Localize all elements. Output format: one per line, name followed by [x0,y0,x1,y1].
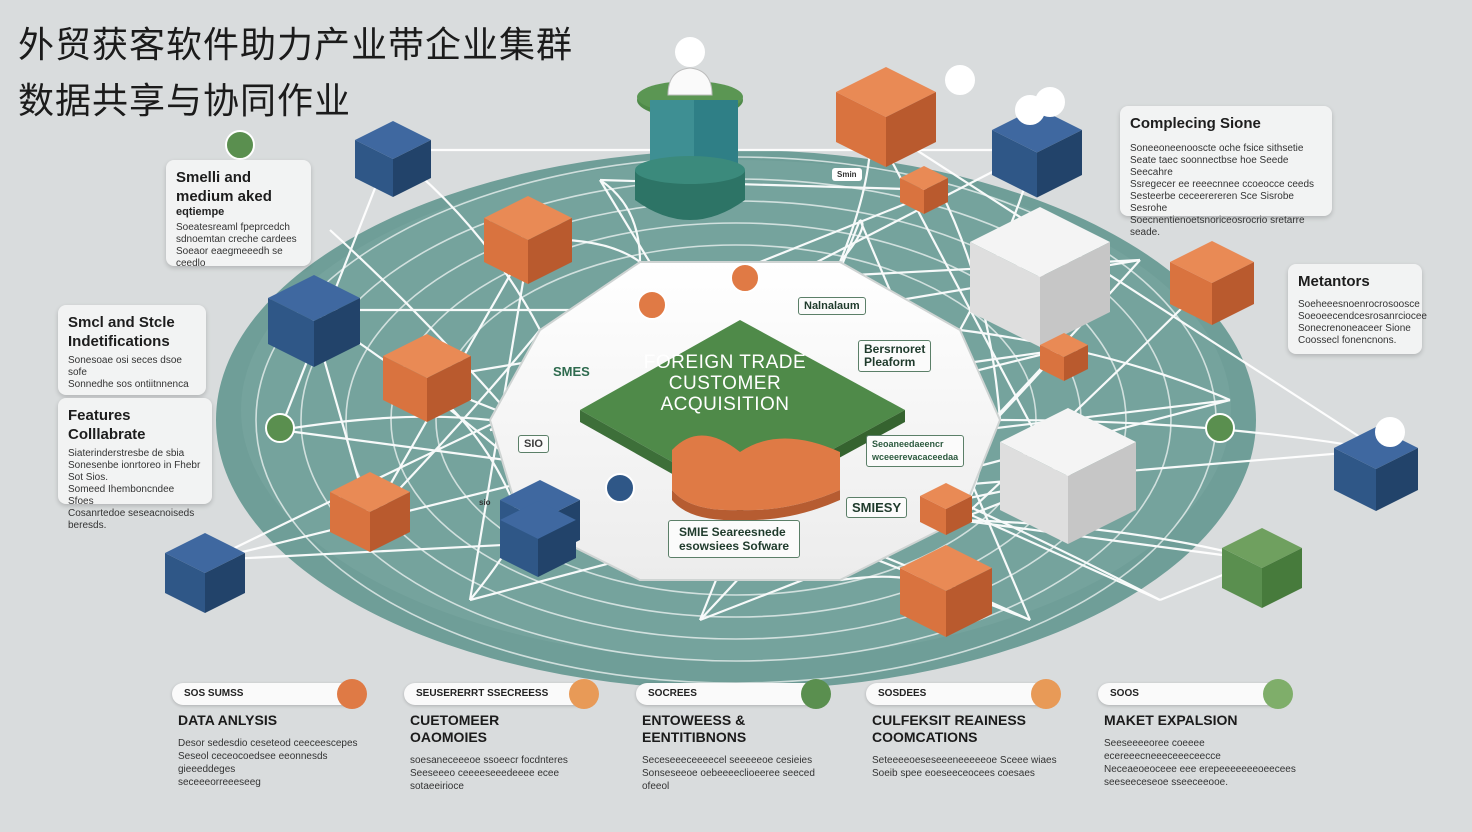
feature-item: CUETOMEER OAOMOIES soesaneceeeoe ssoeecr … [410,712,610,793]
feature-pill: SEUSERERRT SSECREESS [404,683,594,705]
iso-cube [920,483,972,535]
card-subheading: eqtiempe [176,206,225,218]
feature-item: ENTOWEESS & EENTITIBNONS Seceseeeceeeecel… [642,712,842,793]
teal-tower [635,67,745,220]
iso-cube [330,472,410,552]
card-body: Soneeoneenooscte oche fsice sithsetie Se… [1130,143,1315,238]
card-heading: Smcl and Stcle Indetifications [68,314,175,350]
label-seoaneedaeene: Seoaneedaeencr wceeerevacaceedaa [866,435,965,467]
iso-cube [484,196,572,284]
center-platform [580,320,905,521]
card-heading: Features Colllabrate [68,407,146,443]
label-smiesy: SMIESY [846,497,908,518]
node-icon [1035,87,1065,117]
label-nalnalaum: Nalnalaum [798,297,866,315]
feature-pill: SOOS [1098,683,1288,705]
feature-badge-icon [337,679,367,709]
label-sio: SIO [518,435,549,453]
feature-body: Seceseeeceeeecel seeeeeoe cesieies Sonse… [642,755,815,792]
web-line [279,415,491,432]
iso-cube [500,501,576,577]
feature-heading: MAKET EXPALSION [1104,712,1238,728]
iso-cube [1334,427,1418,511]
feature-item: MAKET EXPALSION Seeseeeeoree coeeee ecere… [1104,712,1304,789]
page-title-line1: 外贸获客软件助力产业带企业集群 [18,25,574,66]
label-bersrnoret: Bersrnoret Pleaform [858,340,932,372]
center-label: FOREIGN TRADE CUSTOMER ACQUISITION [643,352,807,415]
label-smin: Smin [832,168,862,181]
label-smes: SMES [553,364,590,379]
card-body: Sonesoae osi seces dsoe sofe Sonnedhe so… [68,355,189,390]
feature-body: Desor sedesdio ceseteod ceeceescepes Ses… [178,738,358,788]
feature-heading: DATA ANLYSIS [178,712,278,728]
feature-pill: SOS SUMSS [172,683,362,705]
feature-heading: CULFEKSIT REAINESS COOMCATIONS [872,712,1027,745]
feature-pill: SOSDEES [866,683,1056,705]
iso-cube [268,275,360,367]
feature-heading: CUETOMEER OAOMOIES [410,712,500,745]
card-metantors: Metantors Soeheeesnoenrocrosoosce Soeoee… [1288,264,1427,354]
web-line [599,179,642,263]
node-icon [675,37,705,67]
card-heading: Smelli and medium aked [176,169,272,205]
card-body: Soeheeesnoenrocrosoosce Soeoeecendcesros… [1298,299,1427,346]
feature-body: Seteeeeoeseseeeneeeeeoe Sceee wiaes Soei… [872,755,1057,779]
card-identifications: Smcl and Stcle Indetifications Sonesoae … [58,305,206,395]
card-heading: Complecing Sione [1130,115,1261,132]
feature-item: CULFEKSIT REAINESS COOMCATIONS Seteeeeoes… [872,712,1072,780]
node-icon [605,473,635,503]
node-icon [730,263,760,293]
feature-body: soesaneceeeoe ssoeecr focdnteres Seeseee… [410,755,568,792]
card-heading: Metantors [1298,273,1370,290]
card-body: Soeatesreaml fpeprcedch sdnoemtan creche… [176,222,297,269]
iso-cube [836,67,936,167]
iso-cube [1222,528,1302,608]
iso-cube [355,121,431,197]
node-icon [945,65,975,95]
node-icon [1205,413,1235,443]
page-title-line2: 数据共享与协同作业 [18,81,352,122]
feature-pill: SOCREES [636,683,826,705]
node-icon [1375,417,1405,447]
feature-badge-icon [1263,679,1293,709]
iso-cube [1170,241,1254,325]
card-body: Siaterinderstresbe de sbia Sonesenbe ion… [68,448,201,531]
node-icon [265,413,295,443]
feature-badge-icon [801,679,831,709]
iso-cube [165,533,245,613]
web-line [869,119,1381,451]
iso-cube [1040,333,1088,381]
feature-item: DATA ANLYSIS Desor sedesdio ceseteod ceec… [178,712,378,789]
iso-cube [900,166,948,214]
node-icon [637,290,667,320]
iso-cube [1000,408,1136,544]
card-smes-medium: Smelli and medium aked eqtiempe Soeatesr… [166,160,311,269]
web-line [959,508,1161,602]
feature-body: Seeseeeeoree coeeee ecereeecneeeceeeceec… [1104,738,1296,788]
web-line [979,398,1231,432]
feature-heading: ENTOWEESS & EENTITIBNONS [642,712,747,745]
iso-cube [383,334,471,422]
feature-badge-icon [1031,679,1061,709]
web-ring [435,244,1037,596]
card-completing: Complecing Sione Soneeoneenooscte oche f… [1120,106,1332,238]
node-icon [225,130,255,160]
iso-cube [970,207,1110,347]
label-sio-small: sio [479,498,491,507]
iso-cube [992,107,1082,198]
iso-cube [900,545,992,637]
label-smie-software: SMIE Seareesnede esowsiees Sofware [668,520,801,558]
card-features: Features Colllabrate Siaterinderstresbe … [58,398,212,531]
feature-badge-icon [569,679,599,709]
